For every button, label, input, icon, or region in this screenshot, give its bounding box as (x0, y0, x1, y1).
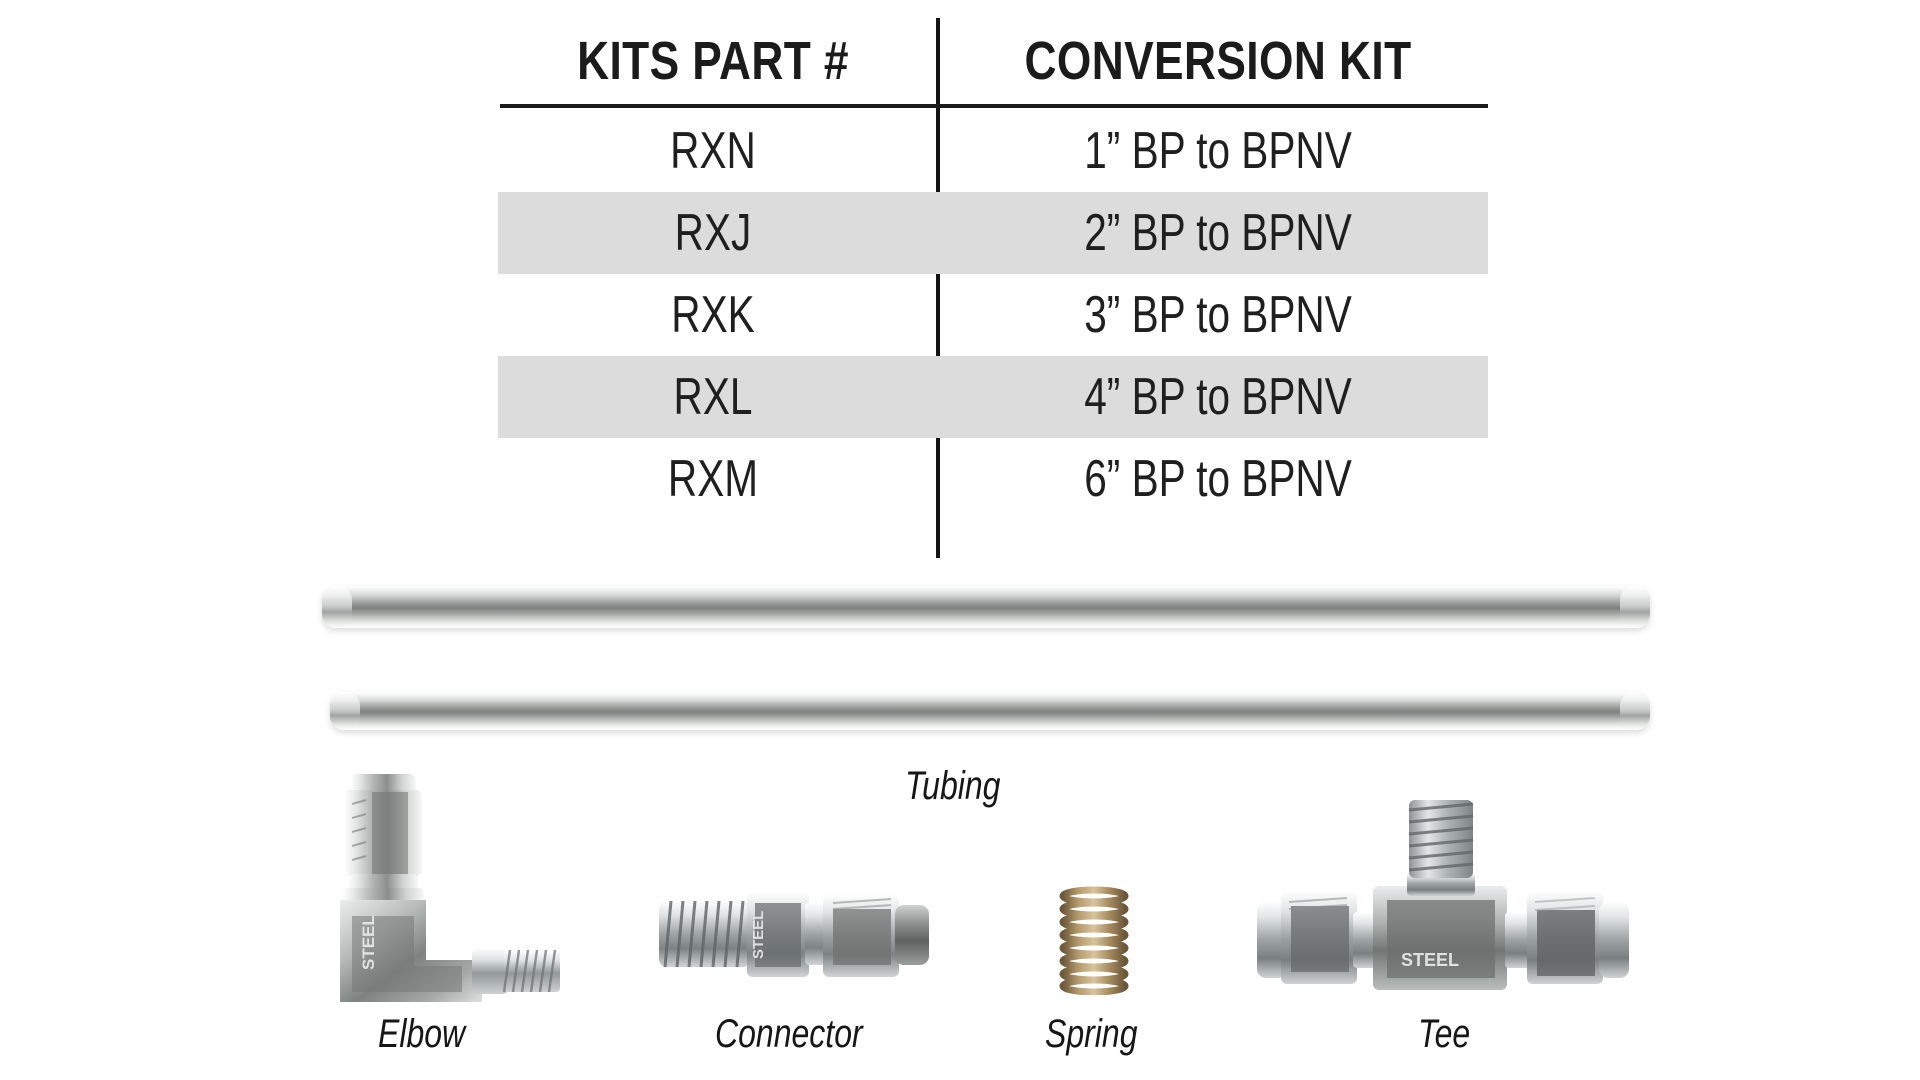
table-row: RXL 4” BP to BPNV (498, 356, 1488, 438)
elbow-fitting-image: STEEL (322, 770, 562, 1005)
cell-part-number: RXN (670, 122, 756, 180)
svg-text:STEEL: STEEL (359, 915, 378, 970)
cell-conversion-kit: 4” BP to BPNV (1084, 368, 1352, 426)
table-body: RXN 1” BP to BPNV RXJ 2” BP to BPNV RXK … (498, 110, 1488, 520)
tubing-rod-upper (322, 586, 1650, 628)
column-header-conversion-kit: CONVERSION KIT (1024, 31, 1412, 91)
svg-text:STEEL: STEEL (750, 911, 767, 959)
tube-end-cap-left (330, 692, 360, 730)
caption-elbow: Elbow (378, 1012, 466, 1056)
table-column-divider (936, 18, 940, 558)
tube-end-cap-left (322, 586, 352, 628)
cell-conversion-kit: 6” BP to BPNV (1084, 450, 1352, 508)
column-header-kits-part-number: KITS PART # (577, 31, 849, 91)
table-row: RXM 6” BP to BPNV (498, 438, 1488, 520)
table-header-rule (500, 104, 1488, 108)
tube-end-cap-right (1620, 692, 1650, 730)
table-header-row: KITS PART # CONVERSION KIT (498, 18, 1488, 104)
cell-part-number: RXK (671, 286, 755, 344)
cell-conversion-kit: 1” BP to BPNV (1084, 122, 1352, 180)
table-row: RXJ 2” BP to BPNV (498, 192, 1488, 274)
cell-part-number: RXJ (674, 204, 752, 262)
cell-conversion-kit: 2” BP to BPNV (1084, 204, 1352, 262)
kits-spec-table: KITS PART # CONVERSION KIT RXN 1” BP to … (498, 18, 1488, 558)
tubing-rod-lower (330, 692, 1650, 730)
caption-connector: Connector (715, 1012, 863, 1056)
table-row: RXN 1” BP to BPNV (498, 110, 1488, 192)
table-row: RXK 3” BP to BPNV (498, 274, 1488, 356)
cell-conversion-kit: 3” BP to BPNV (1084, 286, 1352, 344)
connector-fitting-image: STEEL (655, 875, 935, 995)
caption-spring: Spring (1045, 1012, 1138, 1056)
cell-part-number: RXM (667, 450, 759, 508)
svg-text:STEEL: STEEL (1401, 950, 1459, 970)
tee-fitting-image: STEEL (1255, 790, 1635, 1000)
tube-end-cap-right (1620, 586, 1650, 628)
caption-tubing: Tubing (905, 764, 1001, 808)
caption-tee: Tee (1418, 1012, 1471, 1056)
spring-image (1048, 885, 1168, 996)
cell-part-number: RXL (673, 368, 753, 426)
